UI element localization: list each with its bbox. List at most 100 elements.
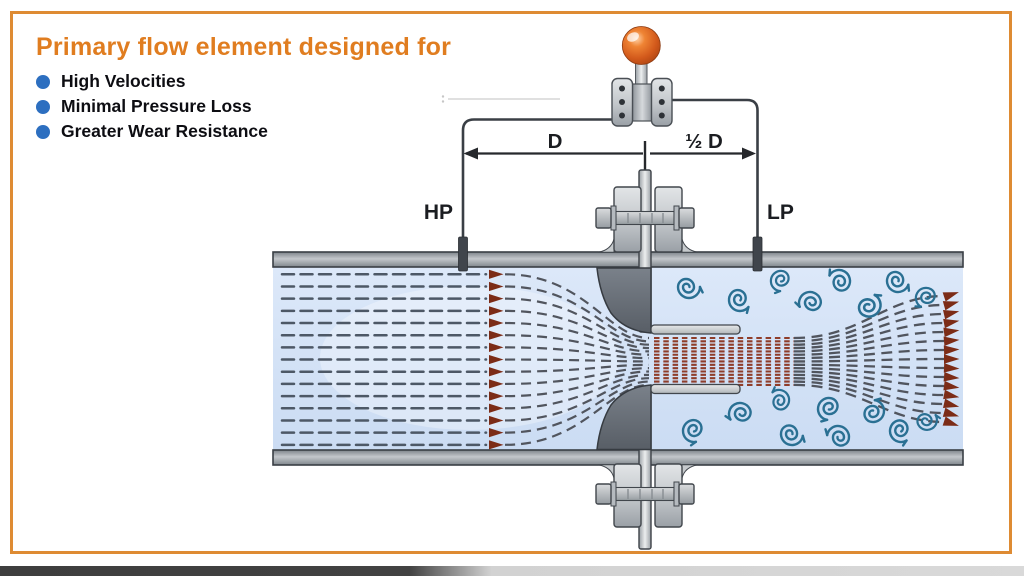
streamline-converging [504,321,650,353]
streamline-converging [504,373,650,410]
nozzle-bell-top [596,267,652,334]
bullet-list: High Velocities Minimal Pressure Loss Gr… [36,71,451,142]
list-item: High Velocities [36,71,451,92]
text-block: Primary flow element designed for High V… [36,33,451,142]
flow-arrow [942,292,959,302]
streamline-diverging [793,370,945,388]
dimension-lines [466,141,753,172]
bullet-icon [36,99,50,114]
throat-tube-top [650,324,741,335]
valve-ball-handle [621,26,661,65]
streamline-diverging [793,383,945,424]
flow-arrow [489,440,504,450]
flow-arrow [489,379,504,389]
valve-manifold [611,26,673,127]
streamline-diverging [793,380,945,415]
flange-top [595,186,699,253]
bullet-icon [36,124,50,139]
list-item: Minimal Pressure Loss [36,96,451,117]
flange-bolt [615,210,675,226]
streamline-converging [504,346,650,360]
flange-bottom [595,463,699,528]
flange-bolt [615,486,675,502]
dim-arrow-left [463,147,478,160]
streamline-diverging [793,294,945,340]
flow-arrow [943,363,960,373]
streamline-diverging [793,321,945,350]
list-item: Greater Wear Resistance [36,121,451,142]
bolt-head [595,207,612,229]
dimension-label-d: D [548,130,563,153]
flow-arrow [489,342,504,352]
flow-arrow [489,428,504,438]
flow-arrow [943,336,960,347]
bolt-head [678,207,695,229]
hp-tap [458,236,468,272]
flow-arrow [944,354,960,364]
flow-arrow [489,403,504,413]
streamline-converging [504,358,650,363]
pipe-wall-bottom [272,449,964,466]
flow-arrow [489,281,504,292]
streamline-diverging [793,373,945,397]
streamline-converging [504,370,650,398]
faint-artifact [441,95,560,103]
flow-arrow [489,367,504,377]
streamline-diverging [793,312,945,346]
bolt-head [595,483,612,505]
flow-arrow [943,371,960,382]
pipe-wall-top [272,251,964,268]
bolt-head [678,483,695,505]
streamline-converging [504,377,650,422]
streamline-diverging [793,377,945,406]
manifold-body [631,83,653,122]
streamline-converging [504,334,650,356]
streamline-converging [504,273,650,340]
flow-arrow [489,318,504,328]
dim-arrow-right [742,147,756,160]
flow-arrow [943,345,960,355]
flow-field [280,267,960,450]
flow-arrow [489,330,504,340]
flow-arrow [942,398,960,409]
flow-arrow [942,407,960,417]
page-title: Primary flow element designed for [36,33,452,61]
lp-label: LP [767,201,794,224]
bullet-label: Greater Wear Resistance [61,121,268,141]
streamline-diverging [793,363,945,370]
lp-impulse-line [668,98,759,240]
hp-impulse-line [461,118,617,240]
flow-arrow [943,318,960,329]
flow-arrow [489,269,504,279]
flow-arrow [943,389,960,400]
flow-arrow [942,416,959,426]
impulse-lines [461,98,759,240]
streamline-diverging [793,367,945,379]
nozzle-bell-bottom [596,384,652,451]
dimension-label-half-d: ½ D [685,130,723,153]
flow-arrow [942,301,960,311]
streamline-converging [504,309,650,350]
streamline-converging [504,363,650,373]
flow-arrow [943,380,960,391]
streamline-converging [504,367,650,386]
flow-arrow [489,415,504,426]
flow-arrow [489,354,504,365]
flow-arrow [942,309,960,320]
flow-arrow [489,294,504,304]
throat-tube-bottom [650,383,741,395]
bullet-label: High Velocities [61,71,186,91]
lp-tap [752,236,763,272]
flow-arrow [489,391,504,401]
hp-label: HP [424,201,453,224]
streamline-diverging [793,330,945,353]
streamline-diverging [793,357,945,363]
bottom-edge-band [0,566,1024,576]
streamline-diverging [793,303,945,343]
bullet-label: Minimal Pressure Loss [61,96,252,116]
flow-arrow [943,327,960,338]
flow-arrow [489,306,504,316]
bullet-icon [36,74,50,89]
